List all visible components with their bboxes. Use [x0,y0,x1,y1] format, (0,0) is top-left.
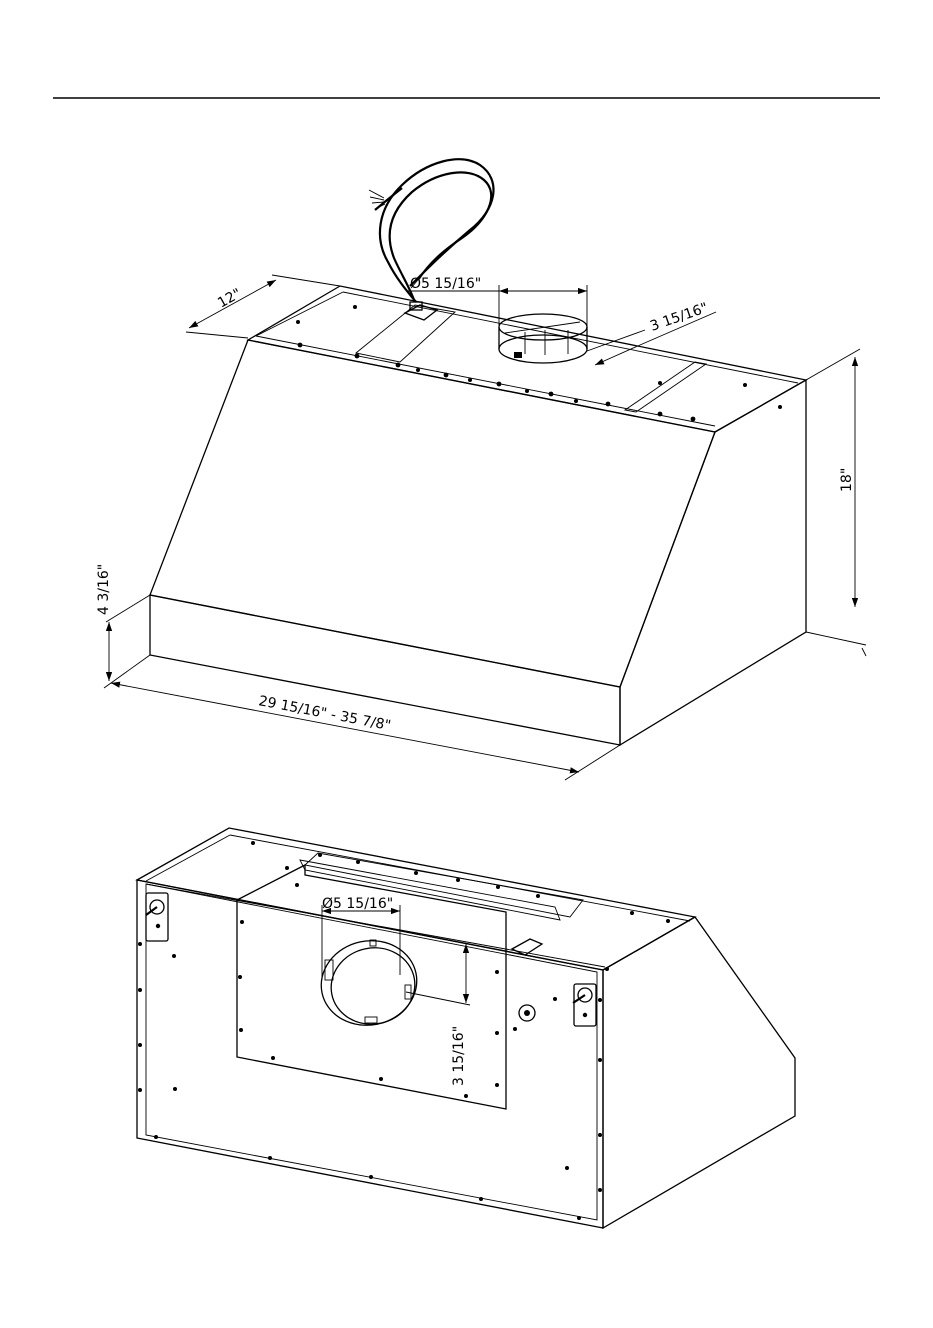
dim-width: 29 15/16" - 35 7/8" [257,693,392,734]
dim-height: 18" [839,468,855,492]
bottom-view-side-face [603,917,795,1228]
dim-depth: 12" [215,286,244,312]
hood-side-face [620,380,806,745]
hood-top-surface [248,286,806,432]
dim-duct-diameter: Ø5 15/16" [410,276,481,292]
dim-front-height: 4 3/16" [96,564,112,615]
left-hanger-bracket [146,893,168,941]
dim-bottom-duct-diameter: Ø5 15/16" [322,896,393,912]
cord-wire-ends [369,190,385,209]
dim-duct-offset: 3 15/16" [648,300,710,335]
top-view-dimensions: 12" Ø5 15/16" 3 15/16" 18" 4 3/16" 29 15… [96,275,866,780]
dim-bottom-duct-offset: 3 15/16" [451,1026,467,1086]
hood-sloped-face [150,340,715,687]
hood-top-view [150,159,806,745]
back-face-screws [138,920,609,1220]
bottom-top-screws [251,841,670,923]
right-hanger-bracket [573,984,596,1026]
bottom-duct-collar [313,932,424,1034]
bottom-view-dimensions: Ø5 15/16" 3 15/16" [322,896,470,1086]
